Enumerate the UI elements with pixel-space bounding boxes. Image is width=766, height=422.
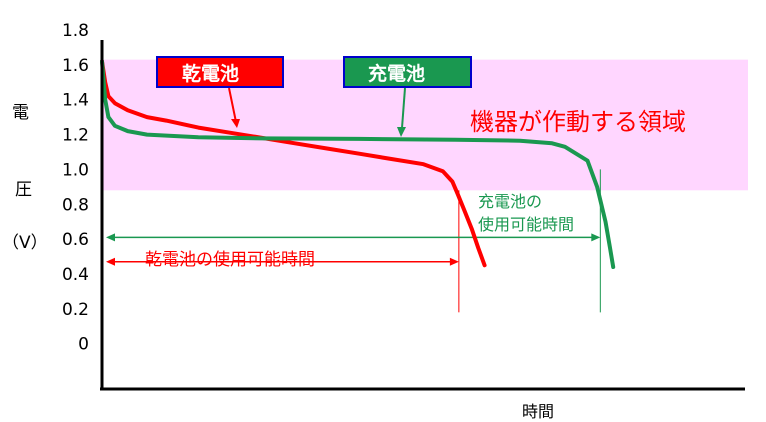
- annotation-arrowhead-left: [106, 257, 115, 266]
- y-tick-label: 1.2: [62, 126, 89, 146]
- y-tick-label: 1.6: [62, 56, 89, 76]
- svg-text:充電池: 充電池: [368, 62, 425, 85]
- y-tick-label: 0.2: [62, 300, 89, 320]
- y-axis-label-char-2: 圧: [15, 180, 32, 200]
- y-tick-label: 1.0: [62, 160, 89, 180]
- y-tick-label: 0.6: [62, 230, 89, 250]
- x-axis-label: 時間: [522, 402, 554, 421]
- y-tick-label: 0: [78, 335, 89, 355]
- legend-dry-cell-pointer: [228, 87, 237, 123]
- annotation-arrowhead-right: [449, 257, 459, 266]
- y-tick-label: 1.8: [62, 21, 89, 41]
- y-axis-label-char-3: （V）: [2, 233, 48, 253]
- legend-rechargeable-pointer: [401, 87, 406, 129]
- annotation-label-rechargeable-line2: 使用可能時間: [478, 215, 574, 234]
- region-label: 機器が作動する領域: [470, 108, 686, 136]
- series-lines: [100, 59, 616, 269]
- legend-rechargeable: 充電池: [343, 56, 472, 88]
- series-line-rechargeable: [100, 59, 616, 269]
- annotation-label-dry-cell: 乾電池の使用可能時間: [145, 249, 315, 270]
- annotation-label-rechargeable-line1: 充電池の: [478, 192, 542, 211]
- y-tick-label: 1.4: [62, 91, 89, 111]
- annotation-arrowhead-right: [591, 233, 601, 242]
- y-tick-label: 0.8: [62, 195, 89, 215]
- legend-rechargeable-arrowhead: [397, 127, 406, 137]
- legend-dry-cell: 乾電池: [156, 56, 284, 88]
- legend-dry-cell-arrowhead: [231, 119, 240, 128]
- y-axis-ticks: 1.8 1.6 1.4 1.2 1.0 0.8 0.6 0.4 0.2 0: [62, 21, 89, 355]
- y-tick-label: 0.4: [62, 265, 89, 285]
- svg-text:乾電池: 乾電池: [182, 62, 239, 85]
- y-axis-label-char-1: 電: [12, 103, 29, 123]
- series-line-dry-cell: [100, 59, 487, 268]
- annotation-arrowhead-left: [106, 233, 115, 242]
